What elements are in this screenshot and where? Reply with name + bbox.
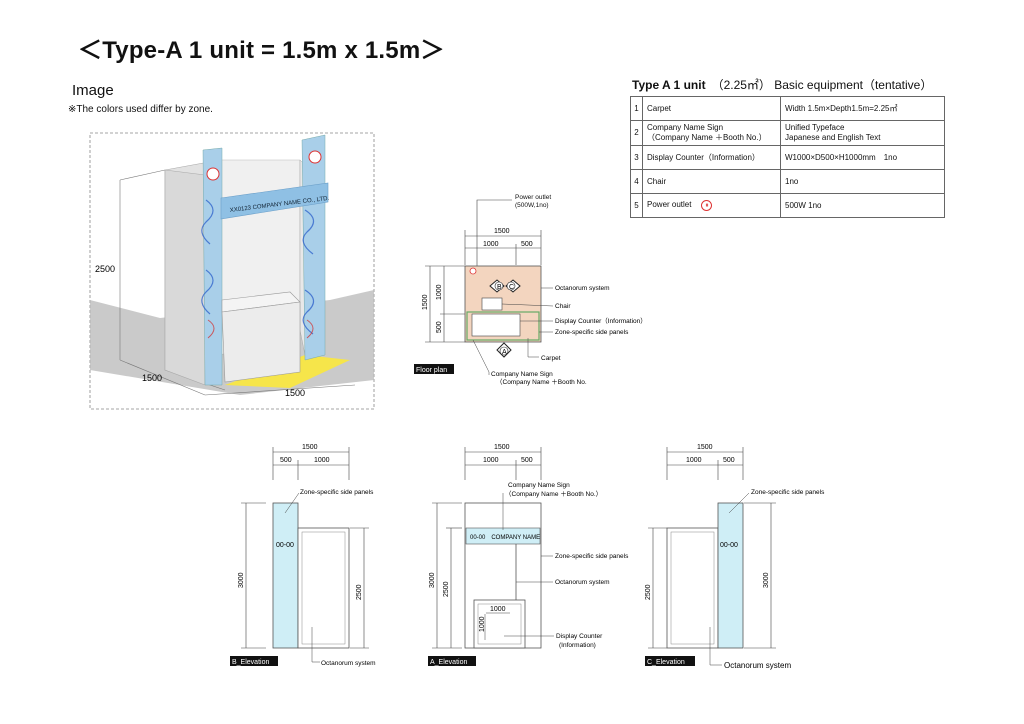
sign-label-2: （Company Name ＋Booth No.） [505, 490, 602, 498]
dim-h2: 2500 [645, 584, 652, 600]
dim-total: 1500 [302, 444, 318, 451]
elevation-a-label: A_Elevation [430, 659, 467, 666]
sign-label-2: （Company Name ＋Booth No. [496, 378, 587, 386]
view-marker-c: C [505, 279, 521, 293]
row-item-text: Power outlet [647, 200, 692, 209]
dim-total: 1500 [697, 444, 713, 451]
view-marker-b: B [489, 279, 505, 293]
dim-a: 1000 [483, 457, 499, 464]
equipment-heading-rest: （2.25㎡） Basic equipment（tentative） [711, 78, 933, 92]
power-outlet-label: Power outlet [515, 194, 551, 201]
svg-text:C: C [509, 284, 514, 291]
dim-height: 2500 [95, 264, 115, 274]
side-panels-label: Zone-specific side panels [300, 489, 374, 496]
view-marker-a: A [496, 342, 512, 358]
logo-icon [308, 150, 322, 164]
dim-h2: 2500 [356, 584, 363, 600]
chair-label: Chair [555, 303, 571, 310]
octanorum-label: Octanorum system [724, 661, 791, 670]
row-spec: 500W 1no [780, 193, 945, 218]
dim-v-a: 1000 [436, 284, 443, 300]
booth-number: 00-00 [720, 542, 738, 549]
counter-plan [471, 313, 521, 337]
floor-plan-label: Floor plan [416, 367, 447, 374]
octanorum-label: Octanorum system [555, 579, 610, 586]
side-panels-outline [466, 311, 540, 341]
table-row: 5 Power outlet⏸ 500W 1no [630, 193, 945, 218]
dim-b: 500 [723, 457, 735, 464]
side-panel [717, 502, 744, 649]
row-item: Power outlet ⏸ [642, 193, 781, 218]
counter-label-2: (Information) [559, 642, 596, 649]
dim-total: 1500 [494, 228, 510, 235]
svg-text:B: B [497, 284, 502, 291]
dim-h: 3000 [238, 572, 245, 588]
booth-number: 00-00 [276, 542, 294, 549]
counter-width: 1000 [490, 606, 506, 613]
equipment-heading-type: Type A 1 unit [632, 78, 706, 92]
octanorum-label: Octanorum system [321, 660, 376, 667]
counter-label: Display Counter（Information） [555, 317, 647, 325]
display-counter [473, 599, 526, 649]
equipment-heading: Type A 1 unit （2.25㎡） Basic equipment（ten… [632, 76, 932, 93]
side-panels-label: Zone-specific side panels [555, 329, 629, 336]
table-row: 4 Chair 1no [630, 169, 945, 194]
dim-v-b: 500 [436, 321, 443, 333]
dim-h: 3000 [763, 572, 770, 588]
display-counter [221, 301, 301, 383]
dim-a: 500 [280, 457, 292, 464]
dim-total: 1500 [494, 444, 510, 451]
table-row: 1 Carpet Width 1.5m×Depth1.5m=2.25㎡ [630, 96, 945, 121]
counter-label: Display Counter [556, 633, 603, 640]
power-outlet-label-2: (500W,1no) [515, 202, 549, 209]
row-spec: Unified Typeface Japanese and English Te… [780, 120, 945, 146]
dim-depth: 1500 [142, 373, 162, 383]
dim-a: 1000 [686, 457, 702, 464]
row-item: Carpet [642, 96, 781, 121]
power-outlet-icon: ⏸ [701, 200, 713, 211]
elevation-a-tag [428, 656, 476, 666]
row-spec: 1no [780, 169, 945, 194]
side-panels-label: Zone-specific side panels [555, 553, 629, 560]
dim-width: 1500 [285, 388, 305, 398]
sign-label: Company Name Sign [491, 371, 553, 378]
table-row: 2 Company Name Sign （Company Name ＋Booth… [630, 120, 945, 146]
elevation-b-tag [230, 656, 278, 666]
fascia-text: 00-00 COMPANY NAME [470, 535, 540, 541]
sign-label: Company Name Sign [508, 482, 570, 489]
fascia-sign [220, 182, 329, 220]
render-frame [89, 132, 375, 410]
elevation-c-label: C_Elevation [647, 659, 685, 666]
page-title: ＜Type-A 1 unit = 1.5m x 1.5m＞ [78, 37, 445, 64]
dim-a: 1000 [483, 241, 499, 248]
dim-h2: 2500 [443, 581, 450, 597]
image-heading: Image [72, 82, 114, 99]
side-panel [272, 502, 299, 649]
counter-height: 1000 [479, 616, 486, 632]
elevation-b-label: B_Elevation [232, 659, 269, 666]
elevation-c-tag [645, 656, 695, 666]
dim-h: 3000 [429, 572, 436, 588]
side-panels-label: Zone-specific side panels [751, 489, 825, 496]
svg-text:A: A [502, 349, 507, 356]
left-post [202, 147, 223, 386]
dim-b: 500 [521, 241, 533, 248]
power-outlet-icon [469, 267, 477, 275]
octanorum-label: Octanorum system [555, 285, 610, 292]
dim-b: 1000 [314, 457, 330, 464]
logo-icon [206, 167, 220, 181]
dim-b: 500 [521, 457, 533, 464]
dim-v-total: 1500 [422, 294, 429, 310]
colors-note: ※The colors used differ by zone. [68, 104, 213, 115]
octanorum-wall [666, 527, 719, 649]
equipment-table: 1 Carpet Width 1.5m×Depth1.5m=2.25㎡ 2 Co… [630, 96, 945, 218]
carpet-label: Carpet [541, 355, 561, 362]
floor-plan-tag [414, 364, 454, 374]
octanorum-wall [297, 527, 350, 649]
